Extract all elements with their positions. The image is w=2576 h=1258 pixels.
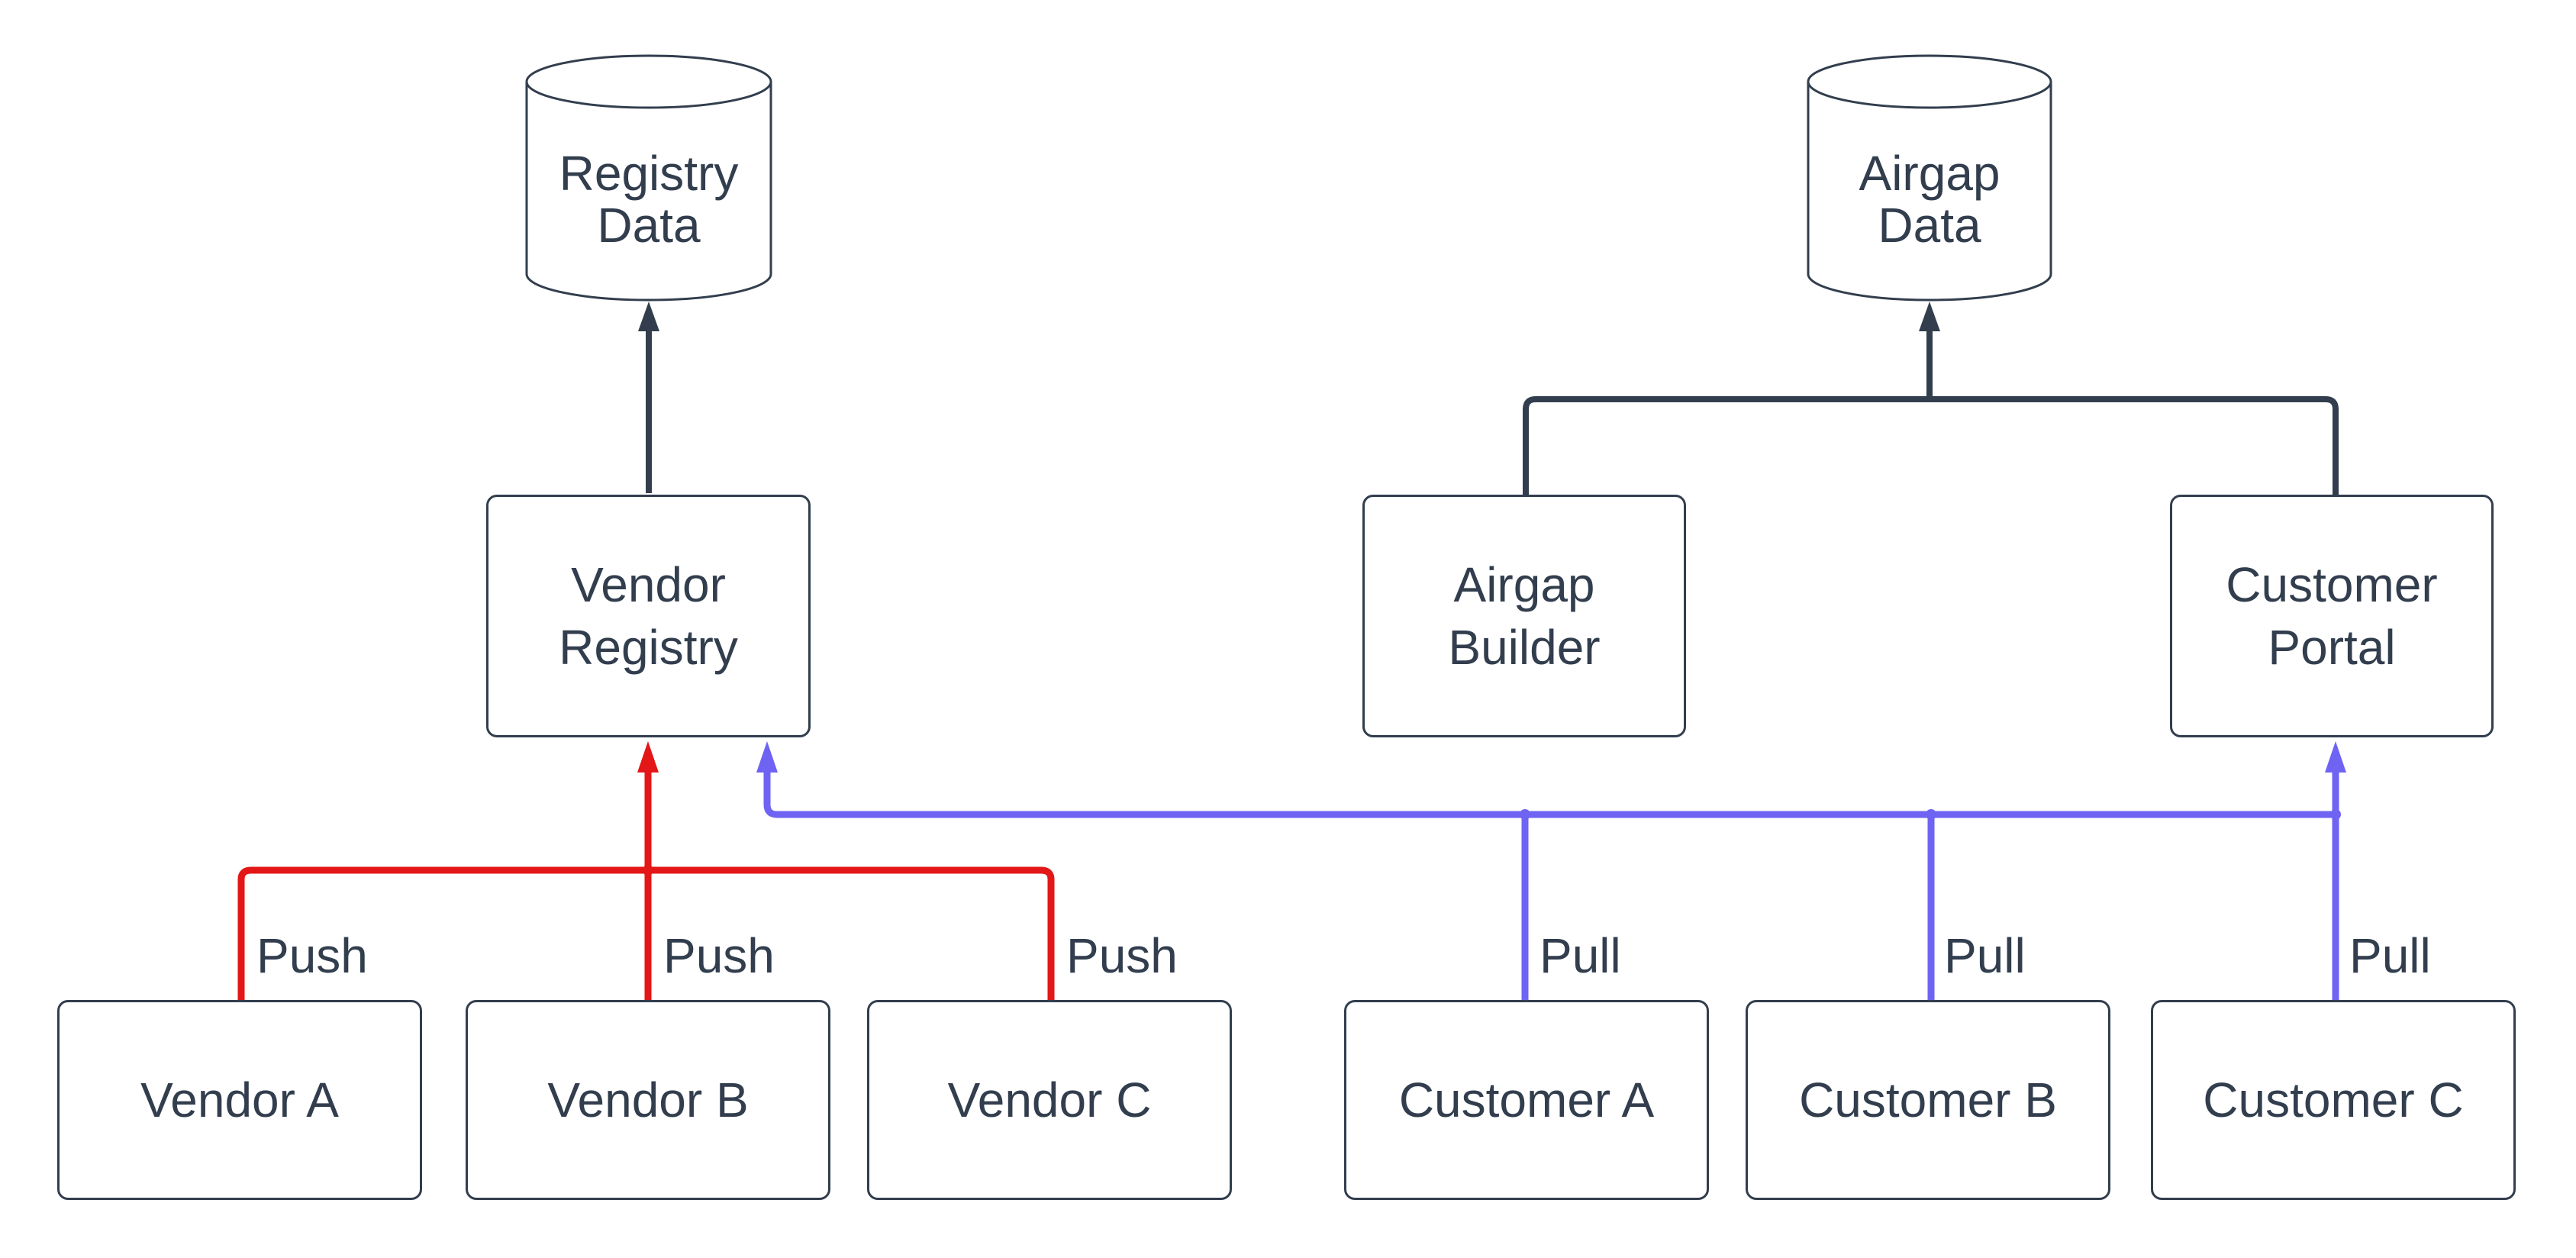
vendor-a-label: Vendor A <box>140 1073 339 1127</box>
vendor-registry-push-arrowhead-icon <box>637 741 659 773</box>
customer-a-node: Customer A <box>1344 1000 1709 1200</box>
airgap-data-cylinder-body <box>1807 82 2052 302</box>
push-label-vendor-b: Push <box>663 928 775 983</box>
airgap-data-arrowhead-icon <box>1919 302 1940 331</box>
vendor-b-label: Vendor B <box>547 1073 749 1127</box>
vendor-a-node: Vendor A <box>57 1000 422 1200</box>
customer-portal-pull-arrowhead-icon <box>2325 741 2346 773</box>
pull-bus-line <box>763 772 2336 818</box>
pull-label-customer-c: Pull <box>2349 928 2431 983</box>
pull-junction-dot-a <box>1520 809 1530 820</box>
customer-b-label: Customer B <box>1799 1073 2057 1127</box>
pull-label-customer-a: Pull <box>1539 928 1621 983</box>
vendor-registry-label: Vendor Registry <box>559 557 738 675</box>
push-label-vendor-c: Push <box>1066 928 1178 983</box>
customer-a-label: Customer A <box>1398 1073 1655 1127</box>
registry-data-cylinder-body <box>525 82 772 302</box>
airgap-data-datastore: Airgap Data <box>1808 108 2051 291</box>
pull-junction-dot-c <box>2330 809 2341 820</box>
pull-label-customer-b: Pull <box>1944 928 2026 983</box>
airgap-builder-node: Airgap Builder <box>1362 495 1686 737</box>
customer-portal-node: Customer Portal <box>2170 495 2494 737</box>
registry-data-arrowhead-icon <box>638 302 659 331</box>
vendor-c-label: Vendor C <box>947 1073 1152 1127</box>
customer-c-label: Customer C <box>2203 1073 2464 1127</box>
registry-data-label: Registry Data <box>559 146 739 253</box>
pull-junction-dot-b <box>1926 809 1936 820</box>
registry-data-cylinder-top <box>525 54 772 109</box>
vendor-b-node: Vendor B <box>466 1000 830 1200</box>
vendor-registry-pull-arrowhead-icon <box>756 741 778 773</box>
airgap-data-cylinder-top <box>1807 54 2052 109</box>
vendor-c-node: Vendor C <box>867 1000 1232 1200</box>
airgap-builder-label: Airgap Builder <box>1448 557 1601 675</box>
push-junction-dot <box>643 865 653 876</box>
airgap-data-label: Airgap Data <box>1859 146 2001 253</box>
push-label-vendor-a: Push <box>256 928 368 983</box>
customer-c-node: Customer C <box>2151 1000 2516 1200</box>
airgap-fork-line <box>1523 396 2339 498</box>
registry-data-datastore: Registry Data <box>527 108 771 291</box>
customer-b-node: Customer B <box>1746 1000 2110 1200</box>
customer-portal-label: Customer Portal <box>2226 557 2438 675</box>
vendor-registry-node: Vendor Registry <box>486 495 811 737</box>
